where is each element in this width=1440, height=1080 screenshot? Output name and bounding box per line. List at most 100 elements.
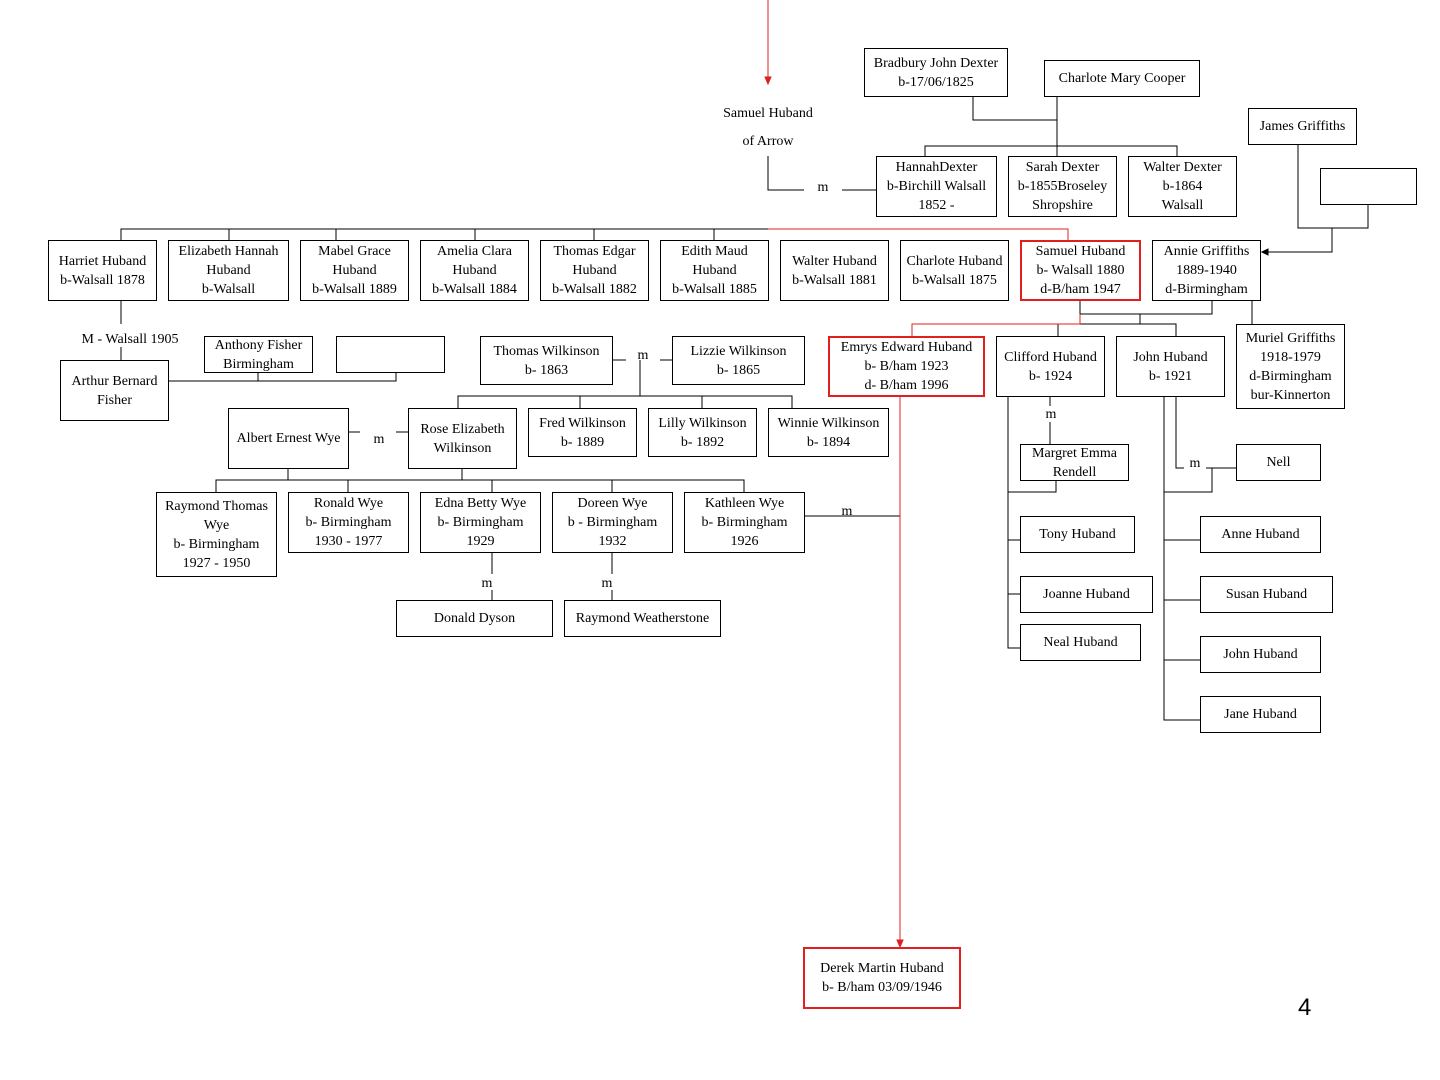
- person-text-line: Mabel Grace: [318, 244, 391, 259]
- wye-children-bar: [215, 479, 745, 492]
- person-donald-dyson: Donald Dyson: [396, 600, 553, 637]
- person-text-line: Nell: [1266, 455, 1291, 470]
- person-text-line: Thomas Wilkinson: [493, 343, 600, 359]
- person-text-line: Jane Huband: [1224, 707, 1297, 722]
- person-text-line: Huband: [692, 263, 737, 278]
- person-text-line: 1918-1979: [1260, 349, 1321, 365]
- person-text-line: b-Walsall 1875: [912, 272, 997, 288]
- person-ronald-wye: Ronald Wye b- Birmingham 1930 - 1977: [288, 492, 409, 553]
- wilkinson-children-bar: [457, 395, 793, 408]
- person-text-line: b- Birmingham: [305, 515, 392, 530]
- person-text-line: Amelia Clara: [436, 244, 513, 259]
- samuel-of-arrow-name: Samuel Huband: [723, 106, 813, 121]
- person-text-line: Fred Wilkinson: [539, 415, 626, 431]
- person-text-line: 1927 - 1950: [182, 555, 251, 571]
- person-text-line: b- 1921: [1148, 368, 1193, 384]
- person-text-line: Fisher: [96, 392, 132, 408]
- samuel-annie-line: [1079, 301, 1213, 315]
- person-text-line: 1930 - 1977: [314, 534, 383, 549]
- person-text: Albert Ernest Wye: [237, 429, 341, 448]
- person-text-line: Arthur Bernard: [71, 373, 158, 389]
- person-text-line: Raymond Weatherstone: [575, 611, 710, 626]
- person-text-line: b- Birmingham: [701, 515, 788, 530]
- person-albert-ernest-wye: Albert Ernest Wye: [228, 408, 349, 469]
- person-text-line: Samuel Huband: [1035, 244, 1126, 259]
- person-text-line: b-Walsall 1885: [672, 282, 757, 297]
- marriage-label-wilkinson: m: [637, 348, 649, 363]
- person-text-line: Elizabeth Hannah: [178, 244, 279, 259]
- person-text-line: Birmingham: [223, 356, 294, 372]
- person-text-line: Emrys Edward Huband: [840, 340, 973, 355]
- person-text: Jane Huband: [1224, 705, 1297, 724]
- person-text-line: Albert Ernest Wye: [236, 431, 341, 446]
- person-text: Tony Huband: [1039, 525, 1115, 544]
- person-text-line: Tony Huband: [1039, 527, 1116, 542]
- person-text-line: Ronald Wye: [313, 496, 384, 511]
- person-james-griffiths: James Griffiths: [1248, 108, 1357, 145]
- marriage-label-doreen: m: [601, 576, 613, 591]
- person-nell: Nell: [1236, 444, 1321, 481]
- person-text-line: Joanne Huband: [1043, 587, 1130, 602]
- person-text-line: b-Walsall 1878: [60, 272, 145, 288]
- person-text: Anne Huband: [1221, 525, 1299, 544]
- person-text-line: James Griffiths: [1259, 119, 1346, 134]
- samuel-of-arrow-place: of Arrow: [742, 134, 794, 149]
- marriage-label-albert-rose: m: [373, 432, 385, 447]
- person-text-line: Huband: [332, 263, 377, 278]
- person-text-line: Raymond Thomas: [165, 498, 268, 514]
- person-tony-huband: Tony Huband: [1020, 516, 1135, 553]
- person-text-line: b- 1924: [1028, 368, 1073, 384]
- person-text-line: b- Walsall 1880: [1036, 263, 1125, 278]
- person-text-line: d-Birmingham: [1165, 282, 1248, 297]
- marriage-label-john: m: [1189, 456, 1201, 471]
- person-text-line: b- 1892: [680, 434, 725, 450]
- person-harriet-huband: Harriet Huband b-Walsall 1878: [48, 240, 157, 301]
- person-text-line: Winnie Wilkinson: [777, 415, 880, 431]
- person-text-line: Kathleen Wye: [704, 496, 785, 511]
- marriage-label-edna: m: [481, 576, 493, 591]
- person-text-line: Doreen Wye: [577, 496, 648, 511]
- person-text-line: b- 1865: [716, 362, 761, 378]
- person-text-line: Sarah Dexter: [1025, 160, 1100, 175]
- person-anne-huband: Anne Huband: [1200, 516, 1321, 553]
- person-john-huband-child: John Huband: [1200, 636, 1321, 673]
- person-text-line: bur-Kinnerton: [1250, 387, 1331, 403]
- person-text: James Griffiths: [1260, 117, 1346, 136]
- person-text-line: b-Birchill Walsall: [886, 179, 987, 194]
- person-text-line: Charlote Mary Cooper: [1058, 71, 1186, 86]
- person-text-line: Harriet Huband: [58, 253, 147, 269]
- person-text-line: d- B/ham 1996: [864, 378, 949, 393]
- person-text-line: Wye: [203, 517, 230, 533]
- person-text-line: Clifford Huband: [1004, 349, 1097, 365]
- person-text: Lizzie Wilkinson b- 1865: [691, 342, 787, 380]
- person-text-line: Lizzie Wilkinson: [690, 343, 787, 359]
- person-text: Harriet Huband b-Walsall 1878: [59, 252, 146, 290]
- direct-line-highlight: [764, 0, 1081, 949]
- person-empty-box: [1320, 168, 1417, 205]
